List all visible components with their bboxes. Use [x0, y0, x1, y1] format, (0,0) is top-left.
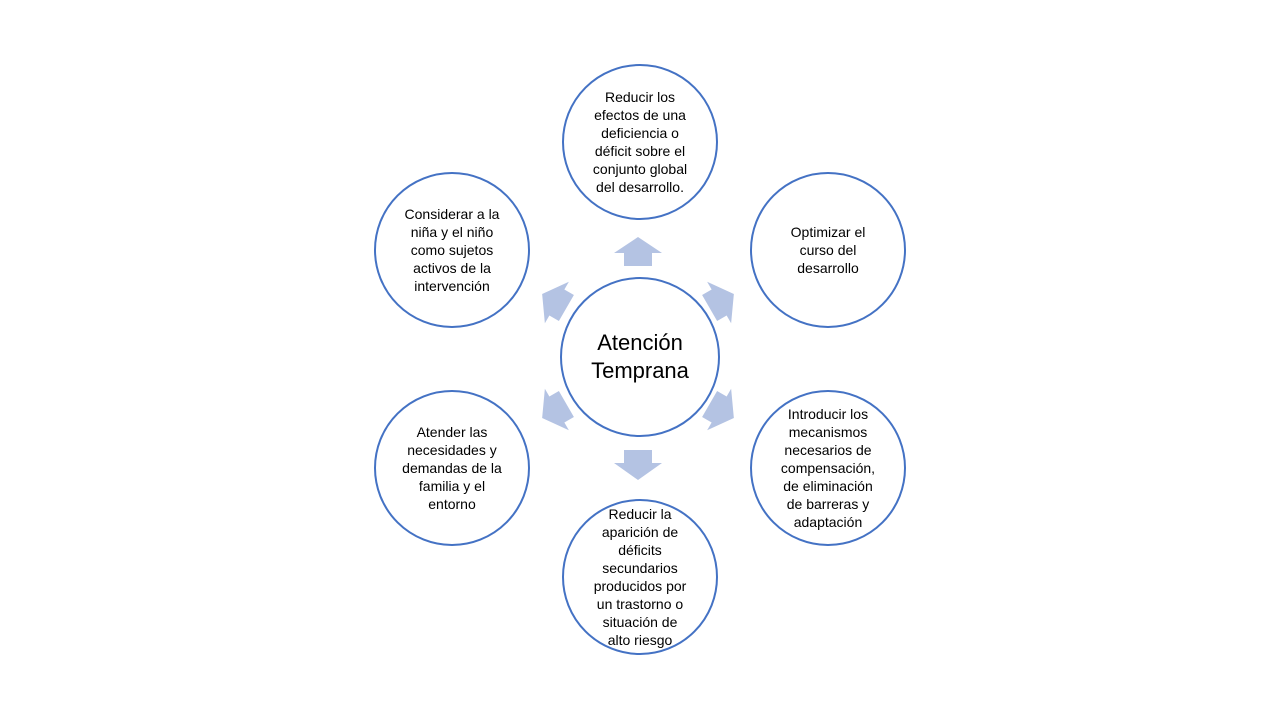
node-label: Optimizar el curso del desarrollo [790, 224, 866, 276]
arrow-down-icon [614, 450, 662, 480]
node-label: Reducir los efectos de una deficiencia o… [592, 89, 688, 195]
arrow-upper-left-icon [542, 281, 574, 324]
node-lower-left: Atender las necesidades y demandas de la… [374, 390, 530, 546]
node-label: Considerar a la niña y el niño como suje… [404, 206, 500, 294]
center-node: Atención Temprana [560, 277, 720, 437]
node-upper-left: Considerar a la niña y el niño como suje… [374, 172, 530, 328]
arrow-upper-right-icon [702, 281, 734, 324]
center-label: Atención Temprana [591, 330, 689, 383]
node-label: Introducir los mecanismos necesarios de … [780, 406, 876, 530]
node-label: Atender las necesidades y demandas de la… [402, 424, 502, 512]
node-upper-right: Optimizar el curso del desarrollo [750, 172, 906, 328]
node-label: Reducir la aparición de déficits secunda… [593, 506, 687, 648]
node-lower-right: Introducir los mecanismos necesarios de … [750, 390, 906, 546]
arrow-up-icon [614, 237, 662, 266]
arrow-lower-left-icon [542, 388, 574, 431]
node-bottom: Reducir la aparición de déficits secunda… [562, 499, 718, 655]
node-top: Reducir los efectos de una deficiencia o… [562, 64, 718, 220]
arrow-lower-right-icon [702, 388, 734, 431]
